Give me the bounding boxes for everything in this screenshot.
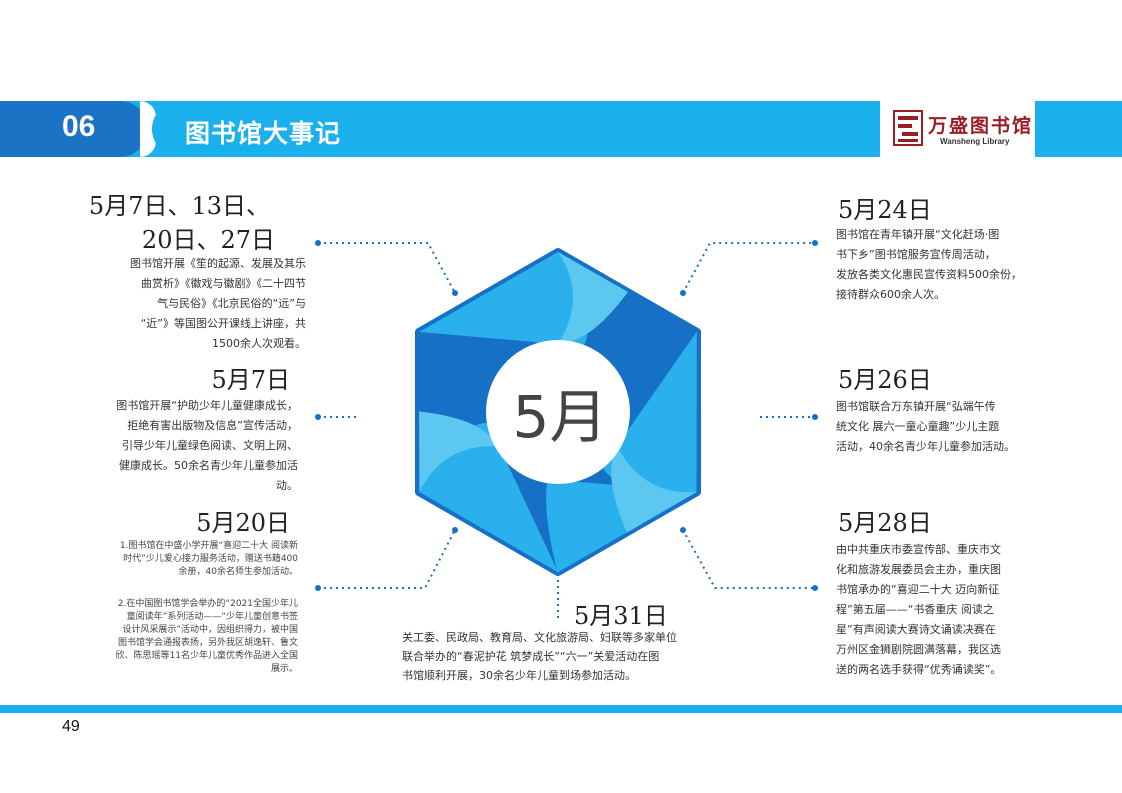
connector-right-bottom [682, 529, 815, 589]
header-divider [140, 101, 156, 157]
event-1-text: 图书馆开展《笙的起源、发展及其乐曲赏析》《徽戏与徽剧》《二十四节气与民俗》《北京… [130, 257, 306, 350]
event-6-date: 5月26日 [838, 366, 932, 394]
section-number: 06 [62, 110, 96, 143]
event-2-text: 图书馆开展“护助少年儿童健康成长，拒绝有害出版物及信息”宣传活动，引导少年儿童绿… [116, 399, 298, 492]
event-3-date: 5月20日 [196, 509, 290, 537]
event-7-text: 由中共重庆市委宣传部、重庆市文化和旅游发展委员会主办，重庆图书馆承办的“喜迎二十… [836, 543, 1002, 676]
event-5-date: 5月24日 [838, 196, 932, 224]
page-title: 图书馆大事记 [185, 119, 342, 148]
event-5-text: 图书馆在青年镇开展“文化赶场·图书下乡”图书馆服务宣传周活动，发放各类文化惠民宣… [836, 228, 1022, 301]
event-2-date: 5月7日 [211, 366, 290, 394]
library-logo-english: Wansheng Library [940, 137, 1010, 146]
event-7-date: 5月28日 [838, 509, 932, 537]
connector-lines [318, 242, 815, 618]
connector-left-bottom [318, 529, 456, 589]
library-logo-icon [893, 110, 923, 146]
event-4-date: 5月31日 [574, 602, 668, 630]
connector-left-top [318, 242, 456, 294]
footer-band [0, 705, 1122, 713]
event-1-date-line1: 5月7日、13日、 [88, 192, 270, 220]
event-6-text: 图书馆联合万东镇开展“弘端午传统文化 展六一童心童趣”少儿主题活动，40余名青少… [836, 400, 1015, 453]
library-logo-text: 万盛图书馆 [928, 115, 1034, 137]
section-number-tab [0, 101, 148, 157]
connector-right-top [682, 242, 815, 294]
event-3-text-part2: 2.在中国图书馆学会举办的“2021全国少年儿童阅读年”系列活动——“少年儿童创… [115, 599, 298, 674]
hexagon-swirl [415, 248, 701, 576]
page-number: 49 [62, 718, 80, 735]
event-3-text-part1: 1.图书馆在中盛小学开展“喜迎二十大 阅读新时代”少儿爱心接力服务活动，赠送书籍… [119, 541, 298, 577]
center-month-label: 5月 [513, 383, 608, 451]
event-4-text: 关工委、民政局、教育局、文化旅游局、妇联等多家单位联合举办的“春泥护花 筑梦成长… [402, 631, 677, 682]
event-1-date-line2: 20日、27日 [141, 226, 275, 254]
